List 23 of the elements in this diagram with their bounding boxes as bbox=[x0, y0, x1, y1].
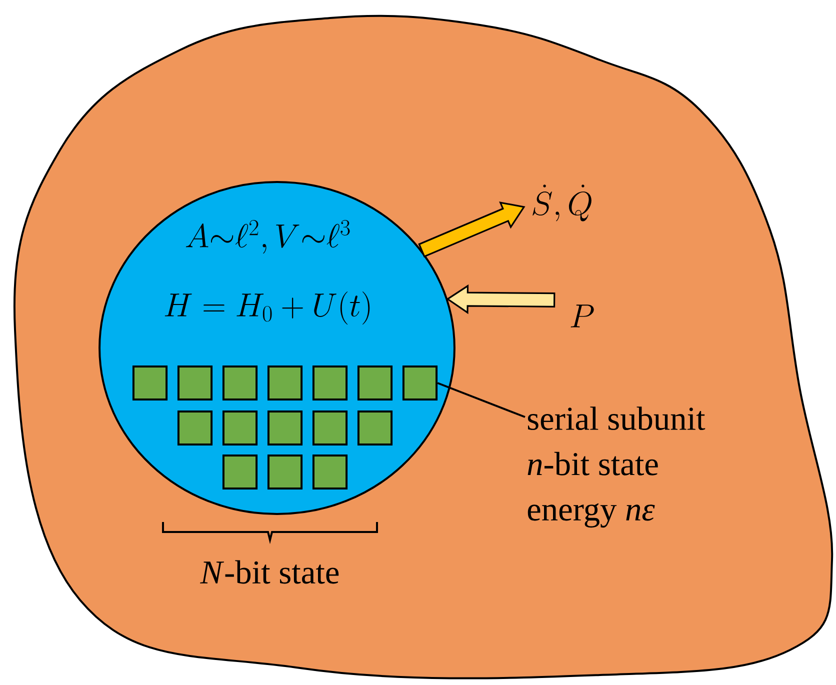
formula: $A{\sim}\ell^2, V{\sim}\ell^3$ bbox=[186, 220, 350, 254]
subunit-square bbox=[177, 365, 213, 401]
subunit-square bbox=[402, 365, 438, 401]
formula: $\dot{S}, \dot{Q}$ bbox=[532, 184, 592, 222]
subunit-square bbox=[177, 410, 213, 446]
subunit-square bbox=[267, 454, 303, 490]
subunit-square bbox=[312, 410, 348, 446]
subunit-square bbox=[222, 365, 258, 401]
subunit-square bbox=[222, 454, 258, 490]
subunit-square bbox=[132, 365, 168, 401]
subunit-square bbox=[267, 365, 303, 401]
formula: $P$ bbox=[570, 304, 594, 328]
formula: $H = H_0 + U(t)$ bbox=[164, 291, 370, 325]
subunit-square bbox=[312, 365, 348, 401]
annotation-text: serial subunit n-bit state energy nε bbox=[528, 406, 706, 528]
block-arrow bbox=[446, 284, 556, 314]
leader-line bbox=[437, 382, 526, 418]
subunit-square bbox=[357, 365, 393, 401]
subunit-square bbox=[357, 410, 393, 446]
subunit-square bbox=[312, 454, 348, 490]
subunit-square bbox=[267, 410, 303, 446]
brace-label: N-bit state bbox=[200, 560, 339, 584]
subunit-square bbox=[222, 410, 258, 446]
